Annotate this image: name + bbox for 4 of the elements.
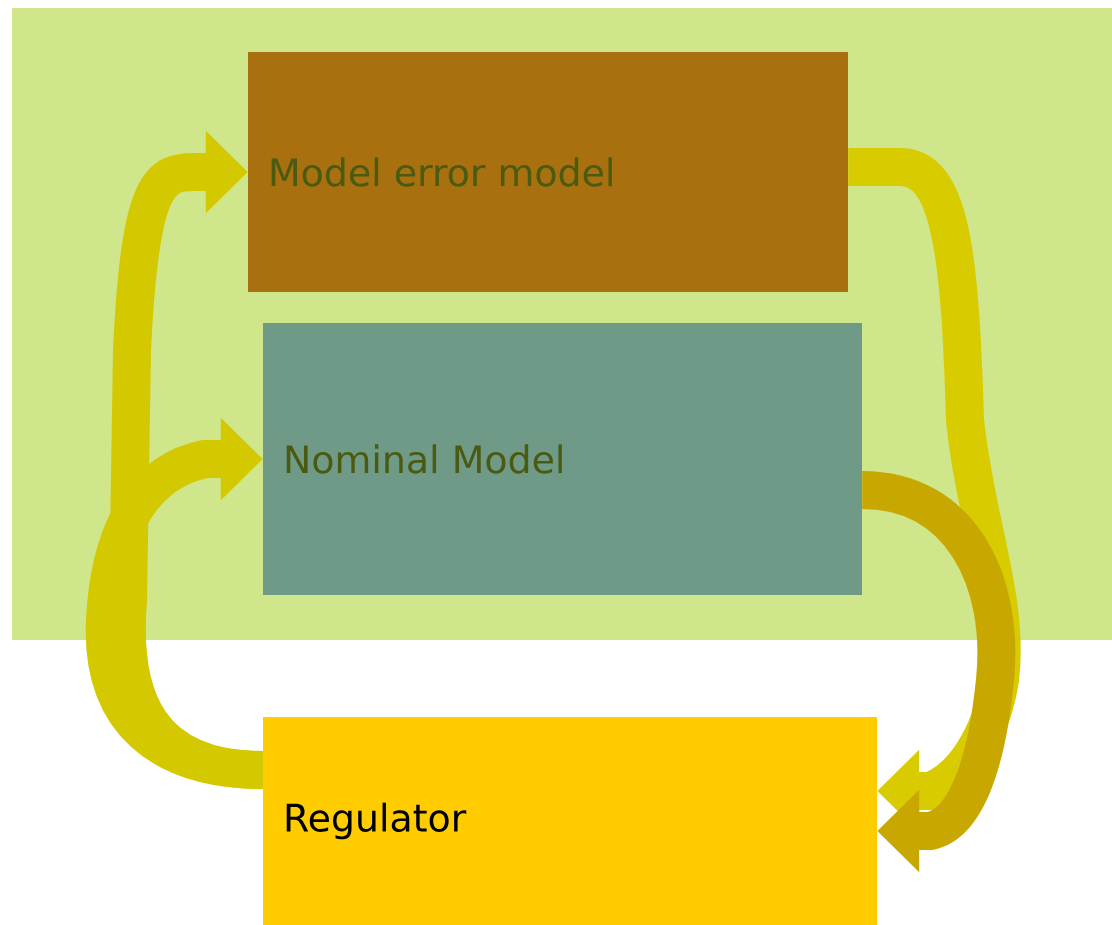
process-box: Regulator xyxy=(263,717,877,925)
process-box: Model error model xyxy=(248,52,848,292)
curved-arrow xyxy=(86,417,264,789)
process-box: Nominal Model xyxy=(263,323,862,595)
